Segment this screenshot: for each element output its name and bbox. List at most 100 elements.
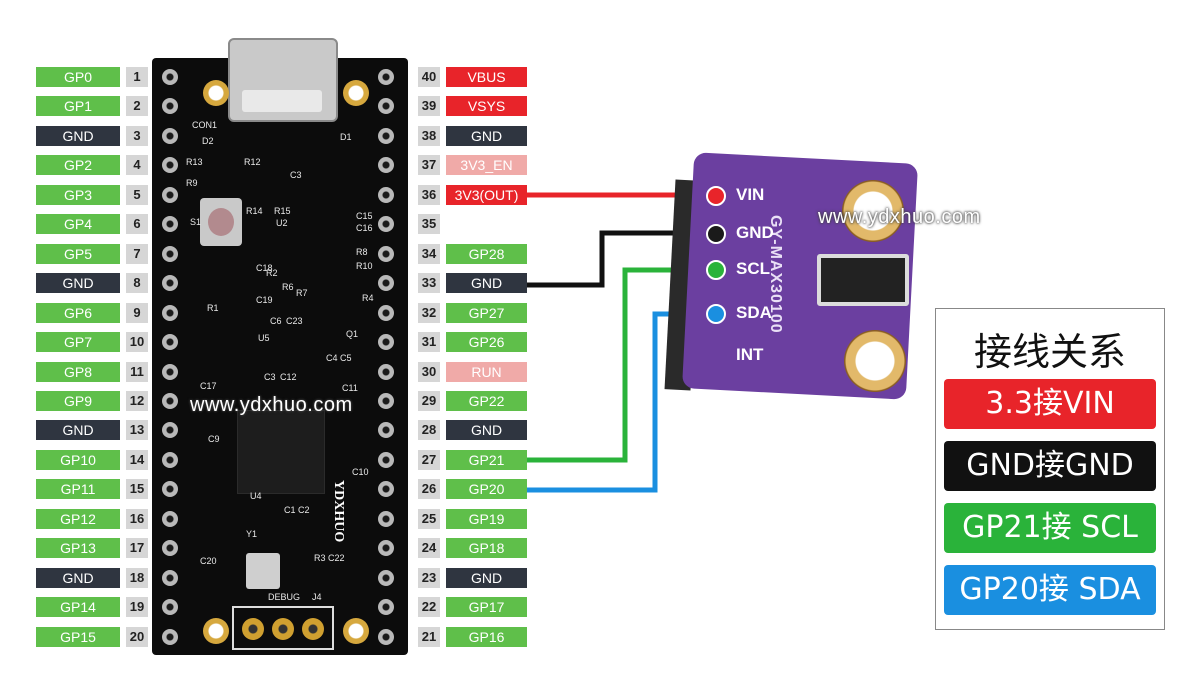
silkscreen-label: C1 [284, 505, 296, 515]
left-pin-number: 8 [126, 273, 148, 293]
header-pin [378, 364, 394, 380]
right-pin-number: 32 [418, 303, 440, 323]
silkscreen-label: C17 [200, 381, 217, 391]
silkscreen-label: R6 [282, 282, 294, 292]
left-pin-number: 7 [126, 244, 148, 264]
left-pin-number: 14 [126, 450, 148, 470]
silkscreen-label: C20 [200, 556, 217, 566]
debug-header [232, 606, 334, 650]
left-pin-label: GP5 [36, 244, 120, 264]
silkscreen-label: J4 [312, 592, 322, 602]
right-pin-label: 3V3(OUT) [446, 185, 527, 205]
right-pin-label: 3V3_EN [446, 155, 527, 175]
left-pin-number: 3 [126, 126, 148, 146]
right-pin-label: GP27 [446, 303, 527, 323]
header-pin [378, 422, 394, 438]
header-pin [378, 452, 394, 468]
silkscreen-label: C2 [298, 505, 310, 515]
left-pin-label: GP6 [36, 303, 120, 323]
right-pin-number: 33 [418, 273, 440, 293]
header-pin [378, 69, 394, 85]
header-pin [378, 629, 394, 645]
left-pin-label: GP8 [36, 362, 120, 382]
header-pin [162, 98, 178, 114]
left-pin-number: 2 [126, 96, 148, 116]
header-pin [162, 305, 178, 321]
sensor-pin-dot [706, 304, 726, 324]
right-pin-label: VSYS [446, 96, 527, 116]
mount-hole [343, 618, 369, 644]
sensor-pin-label: INT [736, 345, 764, 364]
left-pin-number: 11 [126, 362, 148, 382]
silkscreen-label: C4 [326, 353, 338, 363]
right-pin-label: GP16 [446, 627, 527, 647]
right-pin-label: GP17 [446, 597, 527, 617]
sensor-pin-dot [706, 260, 726, 280]
left-pin-label: GP9 [36, 391, 120, 411]
silkscreen-label: R3 [314, 553, 326, 563]
silkscreen-label: C19 [256, 295, 273, 305]
header-pin [162, 69, 178, 85]
mount-hole [203, 80, 229, 106]
silkscreen-label: R14 [246, 206, 263, 216]
silkscreen-label: C15 [356, 211, 373, 221]
header-pin [378, 599, 394, 615]
left-pin-label: GP13 [36, 538, 120, 558]
left-pin-number: 17 [126, 538, 148, 558]
debug-pin [302, 618, 324, 640]
left-pin-label: GND [36, 568, 120, 588]
right-pin-number: 34 [418, 244, 440, 264]
silkscreen-label: R8 [356, 247, 368, 257]
silkscreen-label: Q1 [346, 329, 359, 339]
right-pin-number: 29 [418, 391, 440, 411]
right-pin-label: GP20 [446, 479, 527, 499]
header-pin [162, 540, 178, 556]
right-pin-number: 21 [418, 627, 440, 647]
right-pin-number: 26 [418, 479, 440, 499]
silkscreen-label: C16 [356, 223, 373, 233]
silkscreen-label: R12 [244, 157, 261, 167]
left-pin-number: 15 [126, 479, 148, 499]
left-pin-number: 1 [126, 67, 148, 87]
left-pin-label: GND [36, 420, 120, 440]
silkscreen-label: C11 [342, 383, 358, 393]
silkscreen-label: Y1 [246, 529, 258, 539]
left-pin-number: 10 [126, 332, 148, 352]
header-pin [162, 393, 178, 409]
header-pin [162, 481, 178, 497]
right-pin-number: 40 [418, 67, 440, 87]
header-pin [162, 422, 178, 438]
header-pin [378, 275, 394, 291]
right-pin-label: GP18 [446, 538, 527, 558]
left-pin-number: 6 [126, 214, 148, 234]
debug-pin [242, 618, 264, 640]
debug-pin [272, 618, 294, 640]
header-pin [162, 452, 178, 468]
header-pin [378, 187, 394, 203]
bootsel-button [200, 198, 242, 246]
silkscreen-label: C10 [352, 467, 369, 477]
header-pin [378, 570, 394, 586]
right-pin-number: 37 [418, 155, 440, 175]
silkscreen-label: C3 [264, 372, 276, 382]
header-pin [162, 334, 178, 350]
silkscreen-label: CON1 [192, 120, 218, 130]
right-pin-number: 23 [418, 568, 440, 588]
header-pin [162, 187, 178, 203]
right-pin-number: 35 [418, 214, 440, 234]
header-pin [378, 216, 394, 232]
right-pin-label: GP26 [446, 332, 527, 352]
header-pin [162, 511, 178, 527]
right-pin-number: 38 [418, 126, 440, 146]
silkscreen-label: C6 [270, 316, 282, 326]
left-pin-number: 20 [126, 627, 148, 647]
watermark: www.ydxhuo.com [818, 206, 981, 228]
silkscreen-label: R2 [266, 268, 278, 278]
header-pin [162, 599, 178, 615]
header-pin [162, 629, 178, 645]
left-pin-number: 9 [126, 303, 148, 323]
silkscreen-label: R15 [274, 206, 291, 216]
right-pin-number: 25 [418, 509, 440, 529]
silkscreen-label: C18 [256, 263, 273, 273]
sensor-pin-label: SCL [736, 259, 770, 278]
